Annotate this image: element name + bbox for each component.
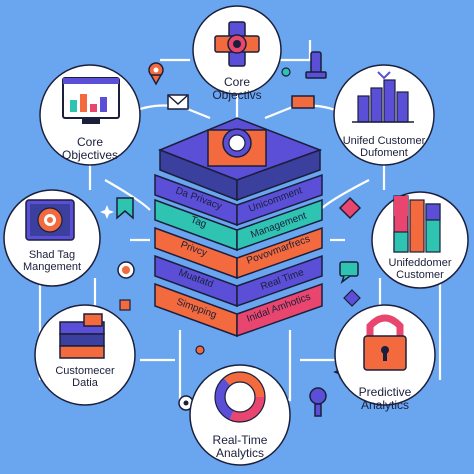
node-bottom-center-label-line-1: Real-Time <box>212 433 268 447</box>
node-bottom-right-label: Predictive Analytics <box>345 386 425 411</box>
stack-layer-2-left: Tag <box>189 214 208 230</box>
node-top-right <box>333 64 435 166</box>
node-top-label-line-1: Core <box>223 75 250 89</box>
stacked-bars-icon <box>393 195 441 253</box>
monitor-chart-icon <box>62 77 120 124</box>
puzzle-cross-icon <box>214 21 260 67</box>
node-top-right-label: Unifed Customer Dufoment <box>334 135 434 159</box>
node-bottom-right-label-line-1: Predictive <box>358 385 412 399</box>
node-bottom-center <box>189 364 291 466</box>
envelope-icon <box>167 94 189 110</box>
node-top <box>192 5 282 95</box>
node-middle-left-label-line-2: Mangement <box>22 260 82 273</box>
node-middle-left-label-line-1: Shad Tag <box>28 249 76 261</box>
location-pin-icon <box>148 62 164 86</box>
node-top-left-label: Core Objectives <box>45 136 135 161</box>
target-icon <box>117 261 135 279</box>
purple-diamond-icon <box>343 289 361 307</box>
node-middle-left <box>3 189 101 287</box>
node-middle-right <box>371 191 469 289</box>
node-bottom-right <box>334 304 436 406</box>
node-middle-right-label: Unifeddomer Customer <box>372 257 468 281</box>
bookmark-icon <box>116 197 134 220</box>
node-bottom-left <box>34 304 136 406</box>
donut-chart-icon <box>214 371 266 423</box>
node-top-left-label-line-2: Objectives <box>61 147 119 162</box>
node-bottom-center-label: Real-Time Analytics <box>200 434 280 459</box>
node-top-label: Core Objectivs <box>197 76 277 101</box>
decorative-icons <box>100 51 423 417</box>
node-top-left-label-line-1: Core <box>76 135 103 149</box>
node-bottom-left-label-line-2: Datia <box>72 376 98 389</box>
node-top-right-label-line-1: Unifed Customer <box>342 135 426 147</box>
stack-top-box <box>157 117 323 202</box>
orange-square-icon <box>119 299 131 311</box>
node-top-right-label-line-2: Dufoment <box>360 146 408 159</box>
node-middle-right-label-line-1: Unifeddomer <box>388 257 452 269</box>
node-bottom-right-label-line-2: Analytics <box>360 397 410 412</box>
diamond-icon <box>338 196 362 220</box>
node-middle-right-label-line-2: Customer <box>396 268 444 281</box>
node-bottom-left-label: Customecer Datia <box>40 365 130 389</box>
tablet-target-icon <box>25 199 75 241</box>
padlock-icon <box>363 314 407 371</box>
node-top-left <box>39 64 141 166</box>
node-bottom-left-label-line-1: Customecer <box>55 365 115 377</box>
bar-chart-icon <box>352 71 414 123</box>
ticket-icon <box>291 95 315 109</box>
node-bottom-center-label-line-2: Analytics <box>215 445 265 460</box>
node-top-label-line-2: Objectivs <box>212 87 262 102</box>
small-dot-icon <box>195 67 291 355</box>
usb-key-icon <box>305 51 327 79</box>
chat-bubble-icon <box>339 261 359 285</box>
central-stack: Da Privacy Unicomment Tag Management Pri… <box>154 117 323 338</box>
node-middle-left-label: Shad Tag Mangement <box>2 249 102 273</box>
key-pin-icon <box>309 387 327 417</box>
layers-icon <box>59 313 105 359</box>
